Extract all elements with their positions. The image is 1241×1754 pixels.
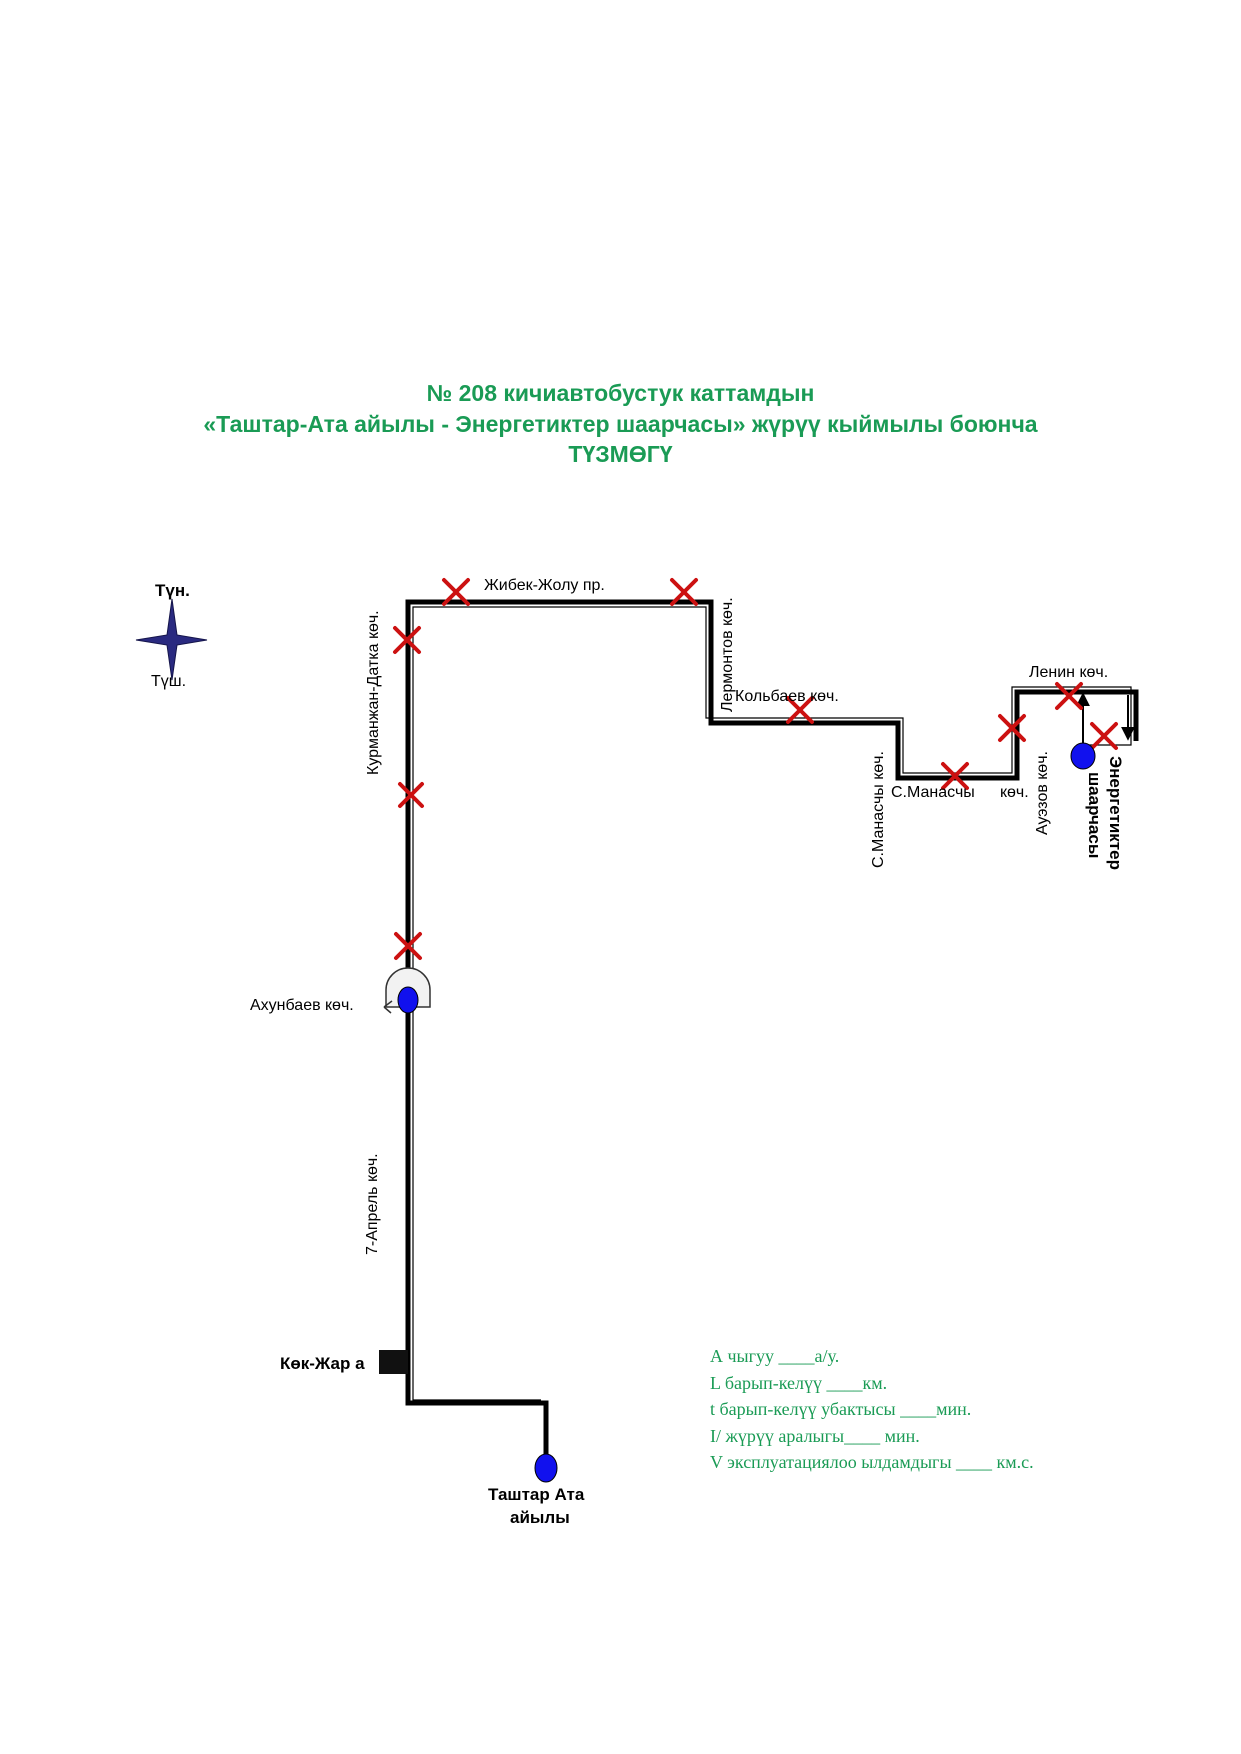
stop-cross-icon — [1090, 722, 1118, 750]
street-label-s-manaschy-vertical: С.Манасчы көч. — [870, 751, 887, 868]
street-label-kolbaev: Кольбаев көч. — [735, 688, 839, 705]
stop-cross-icon — [1055, 682, 1083, 710]
compass-icon — [135, 598, 208, 681]
stop-cross-icon — [670, 578, 698, 606]
street-label-lermontov: Лермонтов көч. — [719, 597, 736, 712]
legend-length: L барып-келүү ____км. — [710, 1372, 888, 1393]
terminal-stop-icon — [1070, 742, 1096, 770]
legend-speed: V эксплуатациялоо ылдамдыгы ____ км.с. — [710, 1452, 1034, 1472]
title-line-2: «Таштар-Ата айылы - Энергетиктер шаарчас… — [203, 411, 1038, 437]
compass-south-label: Түш. — [151, 673, 186, 690]
route-legend: А чыгуу ____а/у. L барып-келүү ____км. t… — [710, 1343, 1034, 1476]
terminal-stop-icon — [534, 1453, 558, 1483]
street-label-akhunbaev: Ахунбаев көч. — [250, 997, 354, 1014]
title-line-3: ТҮЗМӨГҮ — [568, 441, 673, 467]
terminal-label-start-1: Таштар Ата — [488, 1485, 585, 1504]
street-label-lenin: Ленин көч. — [1029, 664, 1108, 681]
stop-cross-icon — [394, 932, 422, 960]
title-line-1: № 208 кичиавтобустук каттамдын — [426, 380, 815, 406]
compass-north-label: Түн. — [155, 581, 190, 600]
street-label-kurmanzhan: Курманжан-Датка көч. — [365, 610, 382, 775]
legend-interval: I/ жүрүү аралыгы____ мин. — [710, 1425, 920, 1446]
terminal-label-end-1: Энергетиктер — [1106, 756, 1125, 870]
stop-label-kok-zhar: Көк-Жар а — [280, 1354, 365, 1373]
terminal-label-end-2: шаарчасы — [1085, 772, 1104, 858]
legend-trip-time: t барып-келүү убактысы ____мин. — [710, 1399, 972, 1419]
stop-cross-icon — [398, 782, 424, 808]
street-label-zhibek-zholu: Жибек-Жолу пр. — [484, 577, 605, 594]
street-label-s-manaschy-suffix: көч. — [1000, 784, 1029, 801]
stop-cross-icon — [941, 762, 969, 790]
stop-cross-icon — [786, 696, 814, 724]
terminal-label-start-2: айылы — [510, 1508, 570, 1527]
route-line — [405, 599, 1139, 1463]
terminal-stop-icon — [397, 986, 419, 1014]
stop-cross-icon — [442, 578, 470, 606]
stop-cross-icon — [998, 714, 1026, 742]
bus-stop-square-icon — [379, 1350, 408, 1374]
street-label-auezov: Ауэзов көч. — [1034, 751, 1051, 835]
street-label-7-april: 7-Апрель көч. — [364, 1153, 381, 1255]
route-line-return — [412, 606, 1132, 1401]
street-label-s-manaschy: С.Манасчы — [891, 784, 975, 801]
legend-vehicles: А чыгуу ____а/у. — [710, 1346, 840, 1366]
stop-cross-icon — [393, 626, 421, 654]
